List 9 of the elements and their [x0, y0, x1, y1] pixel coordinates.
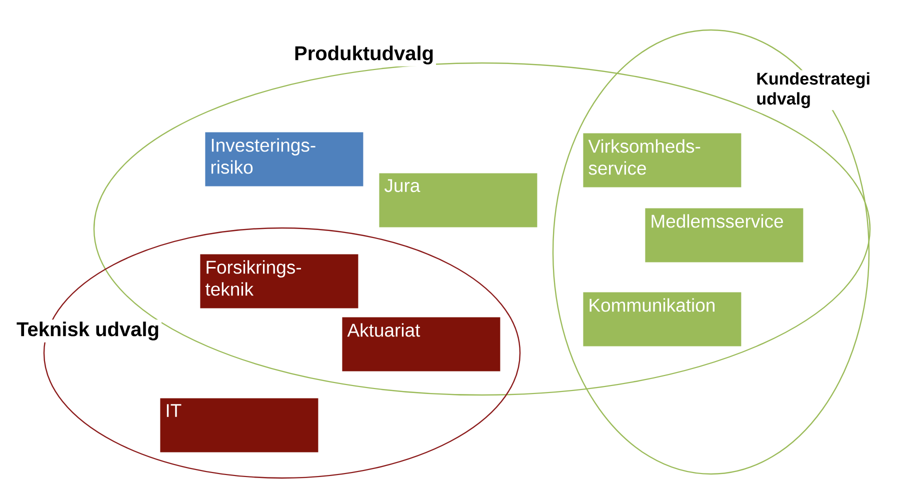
label-box: Medlemsservice — [645, 208, 804, 262]
label-box: IT — [160, 398, 318, 452]
label-box: Investerings- risiko — [205, 132, 364, 186]
label-box: Jura — [379, 173, 538, 228]
label-box: Kommunikation — [583, 292, 742, 346]
label-box: Aktuariat — [342, 317, 500, 372]
label-box: Forsikrings- teknik — [200, 254, 358, 308]
label-box: Virksomheds- service — [583, 133, 742, 188]
node-label: Produktudvalg — [295, 46, 433, 64]
